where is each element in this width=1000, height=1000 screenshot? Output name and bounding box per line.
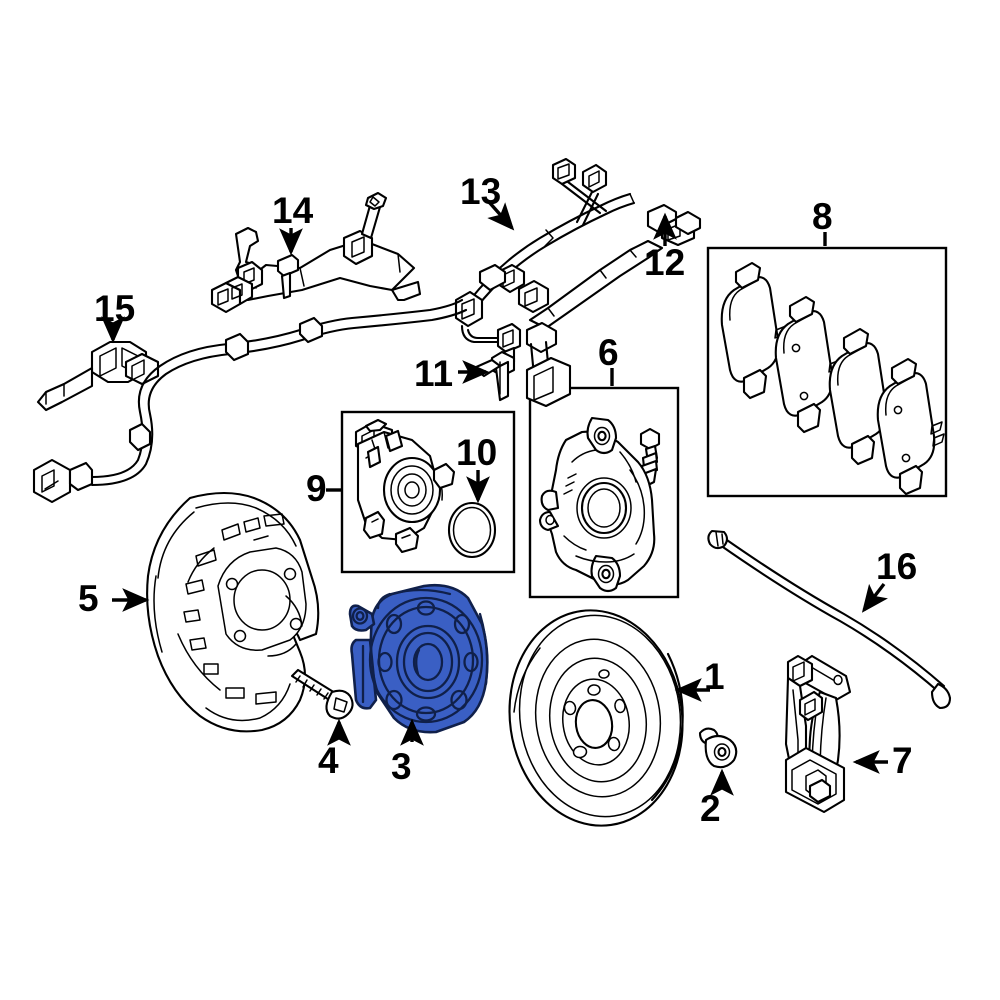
part-11-wiring-harness-clip	[472, 350, 516, 402]
callout-leaders	[101, 200, 888, 796]
part-7-caliper-mounting-bracket	[784, 654, 852, 814]
callout-label-16: 16	[876, 546, 918, 587]
callout-label-11: 11	[414, 353, 454, 394]
callout-label-9: 9	[306, 468, 327, 509]
callout-label-5: 5	[78, 578, 99, 619]
callout-label-1: 1	[704, 656, 725, 697]
callout-label-7: 7	[892, 740, 913, 781]
part-3-wheel-hub-bearing-assembly	[348, 583, 489, 734]
callout-label-6: 6	[598, 332, 619, 373]
callout-label-8: 8	[812, 196, 833, 237]
part-14-cable-guide-rail	[210, 191, 422, 314]
callout-label-14: 14	[272, 190, 314, 231]
part-6-brake-caliper	[538, 416, 661, 593]
actuator-group-box	[340, 410, 516, 574]
callout-label-4: 4	[318, 740, 339, 781]
part-12-abs-sensor-cable-bracket	[478, 157, 702, 408]
part-8-brake-pad-set	[720, 261, 945, 496]
callout-label-12: 12	[644, 242, 686, 283]
abs-cable-run	[90, 298, 468, 487]
part-15-cable-retainer-bracket	[32, 340, 160, 504]
callout-label-2: 2	[700, 788, 721, 829]
callout-label-15: 15	[94, 288, 136, 329]
part-9-parking-brake-actuator	[354, 418, 456, 554]
callout-label-3: 3	[391, 746, 412, 787]
part-16-caliper-guide-pin-rod	[707, 529, 952, 710]
brake-pad-group-box	[706, 246, 948, 498]
callout-label-13: 13	[460, 171, 502, 212]
callout-label-10: 10	[456, 432, 498, 473]
caliper-group-box	[528, 386, 680, 599]
part-2-rotor-retaining-screw	[698, 727, 738, 769]
part-5-brake-backing-splash-plate	[146, 492, 320, 733]
part-4-hub-mounting-bolt	[290, 668, 354, 720]
part-1-brake-rotor-disc	[508, 609, 684, 827]
part-10-actuator-o-ring-seal	[447, 501, 497, 559]
